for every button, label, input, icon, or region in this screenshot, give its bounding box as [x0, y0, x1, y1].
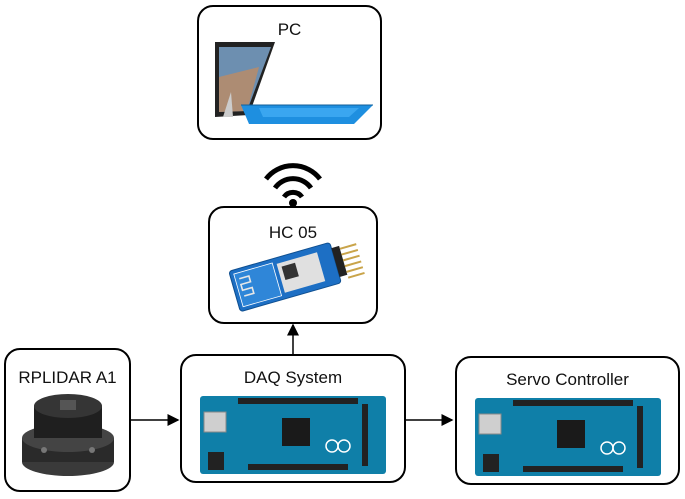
- node-hc05-label: HC 05: [268, 223, 318, 242]
- node-pc: PC: [197, 5, 382, 140]
- node-daq-label: DAQ System: [243, 368, 343, 387]
- node-hc05: HC 05: [208, 206, 378, 324]
- node-servo: Servo Controller: [455, 356, 680, 485]
- arduino-board-icon: [475, 398, 661, 476]
- arduino-board-icon: [200, 396, 386, 474]
- node-daq: DAQ System: [180, 354, 406, 483]
- wifi-icon: [264, 163, 322, 207]
- node-servo-label: Servo Controller: [506, 370, 629, 389]
- bluetooth-module-icon: [229, 242, 365, 312]
- node-rplidar-label: RPLIDAR A1: [18, 368, 117, 387]
- node-rplidar: RPLIDAR A1: [4, 348, 131, 492]
- node-pc-label: PC: [277, 20, 302, 39]
- laptop-icon: [215, 42, 373, 124]
- lidar-sensor-icon: [22, 394, 114, 476]
